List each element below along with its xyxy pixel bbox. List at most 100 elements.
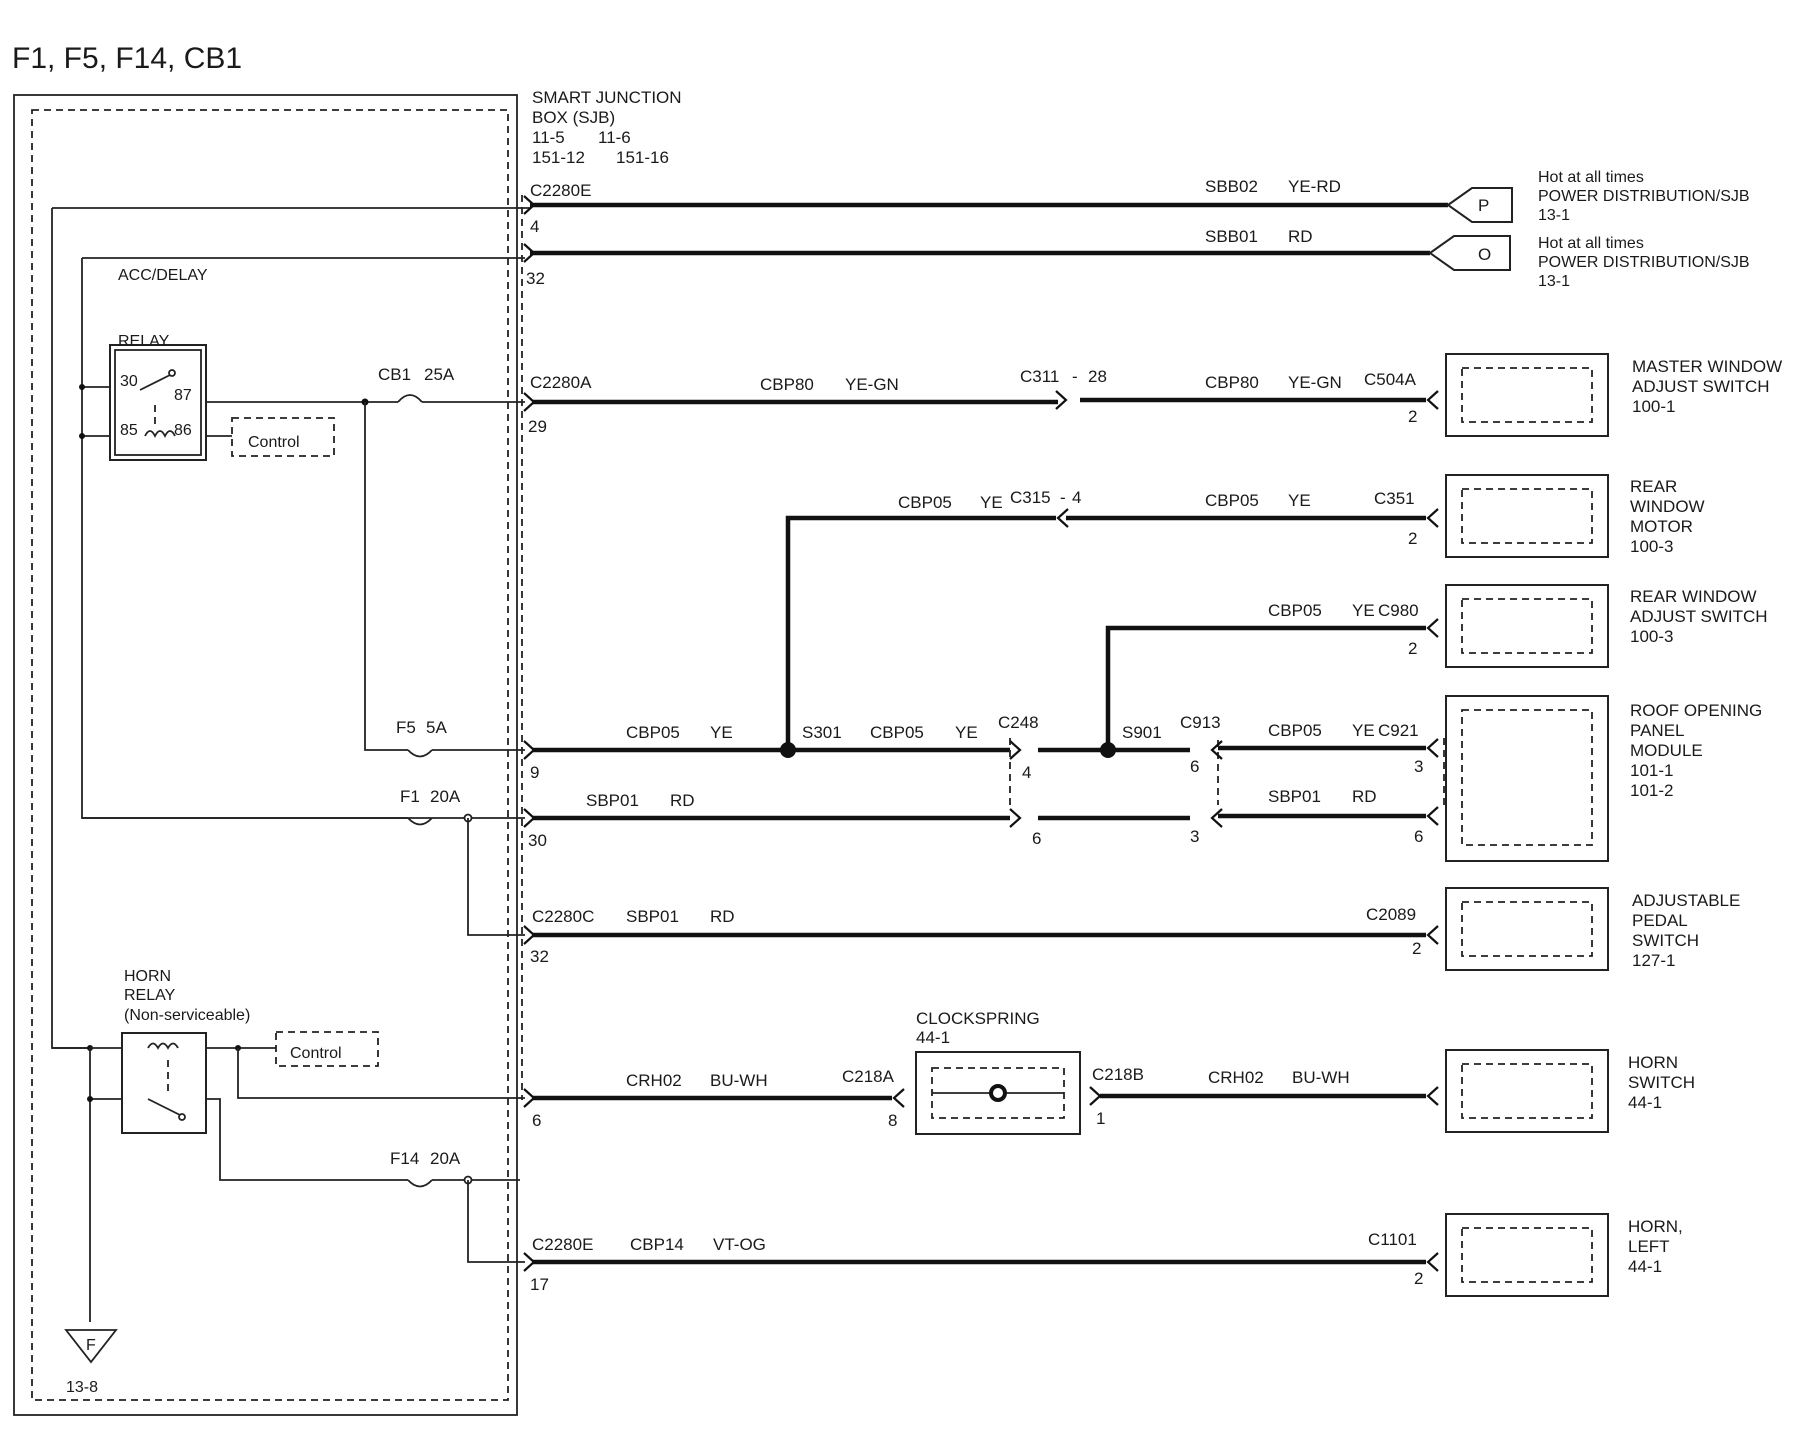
pin-29: 29 bbox=[528, 417, 547, 436]
connector-arrows bbox=[523, 195, 1439, 1272]
label-crh02-a: CRH02 bbox=[626, 1071, 682, 1090]
label-c311-dash: - bbox=[1072, 367, 1078, 386]
label-c351: C351 bbox=[1374, 489, 1415, 508]
connector-c248-dash bbox=[1009, 738, 1445, 808]
power-p-line3: 13-1 bbox=[1538, 207, 1570, 224]
power-tag-p: P bbox=[1446, 187, 1513, 223]
horn-relay: HORN RELAY (Non-serviceable) bbox=[121, 968, 250, 1134]
label-sbp01-c2280c: SBP01 bbox=[626, 907, 679, 926]
relay-pin-86: 86 bbox=[174, 422, 192, 439]
fuse-f5: F5 bbox=[396, 718, 416, 737]
sjb-name-2: BOX (SJB) bbox=[532, 108, 615, 127]
label-s901: S901 bbox=[1122, 723, 1162, 742]
pedal-label-3: SWITCH bbox=[1632, 931, 1699, 950]
rear-motor-ref: 100-3 bbox=[1630, 537, 1673, 556]
pin-2-master: 2 bbox=[1408, 407, 1417, 426]
pin-32-c2280c: 32 bbox=[530, 947, 549, 966]
rear-window-adjust-switch bbox=[1445, 584, 1609, 668]
roof-label-3: MODULE bbox=[1630, 741, 1703, 760]
label-ye-9: YE bbox=[710, 723, 733, 742]
sjb-ref-11-5: 11-5 bbox=[532, 128, 565, 147]
label-c2280e-bottom: C2280E bbox=[532, 1235, 593, 1254]
horn-control-box bbox=[275, 1031, 379, 1067]
pedal-ref: 127-1 bbox=[1632, 951, 1675, 970]
label-vt-og: VT-OG bbox=[713, 1235, 766, 1254]
power-o-line2: POWER DISTRIBUTION/SJB bbox=[1538, 254, 1750, 271]
label-c2280c: C2280C bbox=[532, 907, 594, 926]
label-c921: C921 bbox=[1378, 721, 1419, 740]
horn-relay-label-1: HORN bbox=[124, 968, 171, 985]
label-cbp05-c921: CBP05 bbox=[1268, 721, 1322, 740]
fuse-f1-rating: 20A bbox=[430, 787, 461, 806]
power-tag-o: O bbox=[1428, 235, 1511, 271]
rear-window-motor bbox=[1445, 474, 1609, 558]
label-cbp05-c980: CBP05 bbox=[1268, 601, 1322, 620]
power-o-line1: Hot at all times bbox=[1538, 235, 1644, 252]
relay-pin-87: 87 bbox=[174, 387, 192, 404]
label-ye-c921: YE bbox=[1352, 721, 1375, 740]
pin-2-rear-motor: 2 bbox=[1408, 529, 1417, 548]
control-box bbox=[231, 417, 335, 457]
label-sbb02: SBB02 bbox=[1205, 177, 1258, 196]
pin-6-roof: 6 bbox=[1414, 827, 1423, 846]
label-cbp05-s301: CBP05 bbox=[870, 723, 924, 742]
pin-1-c218b: 1 bbox=[1096, 1109, 1105, 1128]
fuse-f14-rating: 20A bbox=[430, 1149, 461, 1168]
pin-2-pedal: 2 bbox=[1412, 939, 1421, 958]
ground-letter: F bbox=[86, 1337, 96, 1354]
label-c504a: C504A bbox=[1364, 370, 1417, 389]
horn-switch-ref: 44-1 bbox=[1628, 1093, 1662, 1112]
label-sbb01: SBB01 bbox=[1205, 227, 1258, 246]
circuit-wires bbox=[530, 202, 1448, 1265]
label-c2280e-top: C2280E bbox=[530, 181, 591, 200]
power-o-line3: 13-1 bbox=[1538, 273, 1570, 290]
pin-6-horn: 6 bbox=[532, 1111, 541, 1130]
rear-switch-ref: 100-3 bbox=[1630, 627, 1673, 646]
pin-4-c248: 4 bbox=[1022, 763, 1031, 782]
label-ye-rd: YE-RD bbox=[1288, 177, 1341, 196]
label-c315-pin: 4 bbox=[1072, 488, 1081, 507]
label-c2089: C2089 bbox=[1366, 905, 1416, 924]
label-sbp01-roof: SBP01 bbox=[1268, 787, 1321, 806]
control-label: Control bbox=[248, 434, 300, 451]
label-c311-pin: 28 bbox=[1088, 367, 1107, 386]
splice-s301 bbox=[780, 742, 796, 758]
power-p-line2: POWER DISTRIBUTION/SJB bbox=[1538, 188, 1750, 205]
splice-s901 bbox=[1100, 742, 1116, 758]
fuse-f14: F14 bbox=[390, 1149, 419, 1168]
internal-wiring bbox=[51, 207, 530, 1322]
label-cbp05-9: CBP05 bbox=[626, 723, 680, 742]
horn-control-label: Control bbox=[290, 1045, 342, 1062]
sjb-ref-151-12: 151-12 bbox=[532, 148, 585, 167]
label-sbp01-30: SBP01 bbox=[586, 791, 639, 810]
label-rd-top: RD bbox=[1288, 227, 1313, 246]
roof-opening-panel-module bbox=[1445, 695, 1609, 862]
clockspring-label: CLOCKSPRING bbox=[916, 1009, 1040, 1028]
label-c315-dash: - bbox=[1060, 488, 1066, 507]
wire-labels: C2280E SBB02 YE-RD 4 SBB01 RD 32 C2280A … bbox=[526, 177, 1423, 1294]
label-ye-c351: YE bbox=[1288, 491, 1311, 510]
pin-2-rear-switch: 2 bbox=[1408, 639, 1417, 658]
roof-label-1: ROOF OPENING bbox=[1630, 701, 1762, 720]
pin-9: 9 bbox=[530, 763, 539, 782]
label-c980: C980 bbox=[1378, 601, 1419, 620]
sjb-ref-11-6: 11-6 bbox=[598, 128, 631, 147]
pin-3-roof: 3 bbox=[1414, 757, 1423, 776]
pin-4: 4 bbox=[530, 217, 539, 236]
roof-ref-2: 101-2 bbox=[1630, 781, 1673, 800]
sjb-name-1: SMART JUNCTION bbox=[532, 88, 682, 107]
pin-6-c913: 6 bbox=[1190, 757, 1199, 776]
fuse-f1: F1 bbox=[400, 787, 420, 806]
horn-left bbox=[1445, 1213, 1609, 1297]
rear-motor-label-2: WINDOW bbox=[1630, 497, 1705, 516]
pin-3-c913: 3 bbox=[1190, 827, 1199, 846]
label-s301: S301 bbox=[802, 723, 842, 742]
diagram-title: F1, F5, F14, CB1 bbox=[12, 42, 242, 75]
roof-label-2: PANEL bbox=[1630, 721, 1685, 740]
label-c218a: C218A bbox=[842, 1067, 895, 1086]
master-window-label-2: ADJUST SWITCH bbox=[1632, 377, 1770, 396]
pin-6-c248: 6 bbox=[1032, 829, 1041, 848]
horn-left-label-2: LEFT bbox=[1628, 1237, 1670, 1256]
roof-ref-1: 101-1 bbox=[1630, 761, 1673, 780]
